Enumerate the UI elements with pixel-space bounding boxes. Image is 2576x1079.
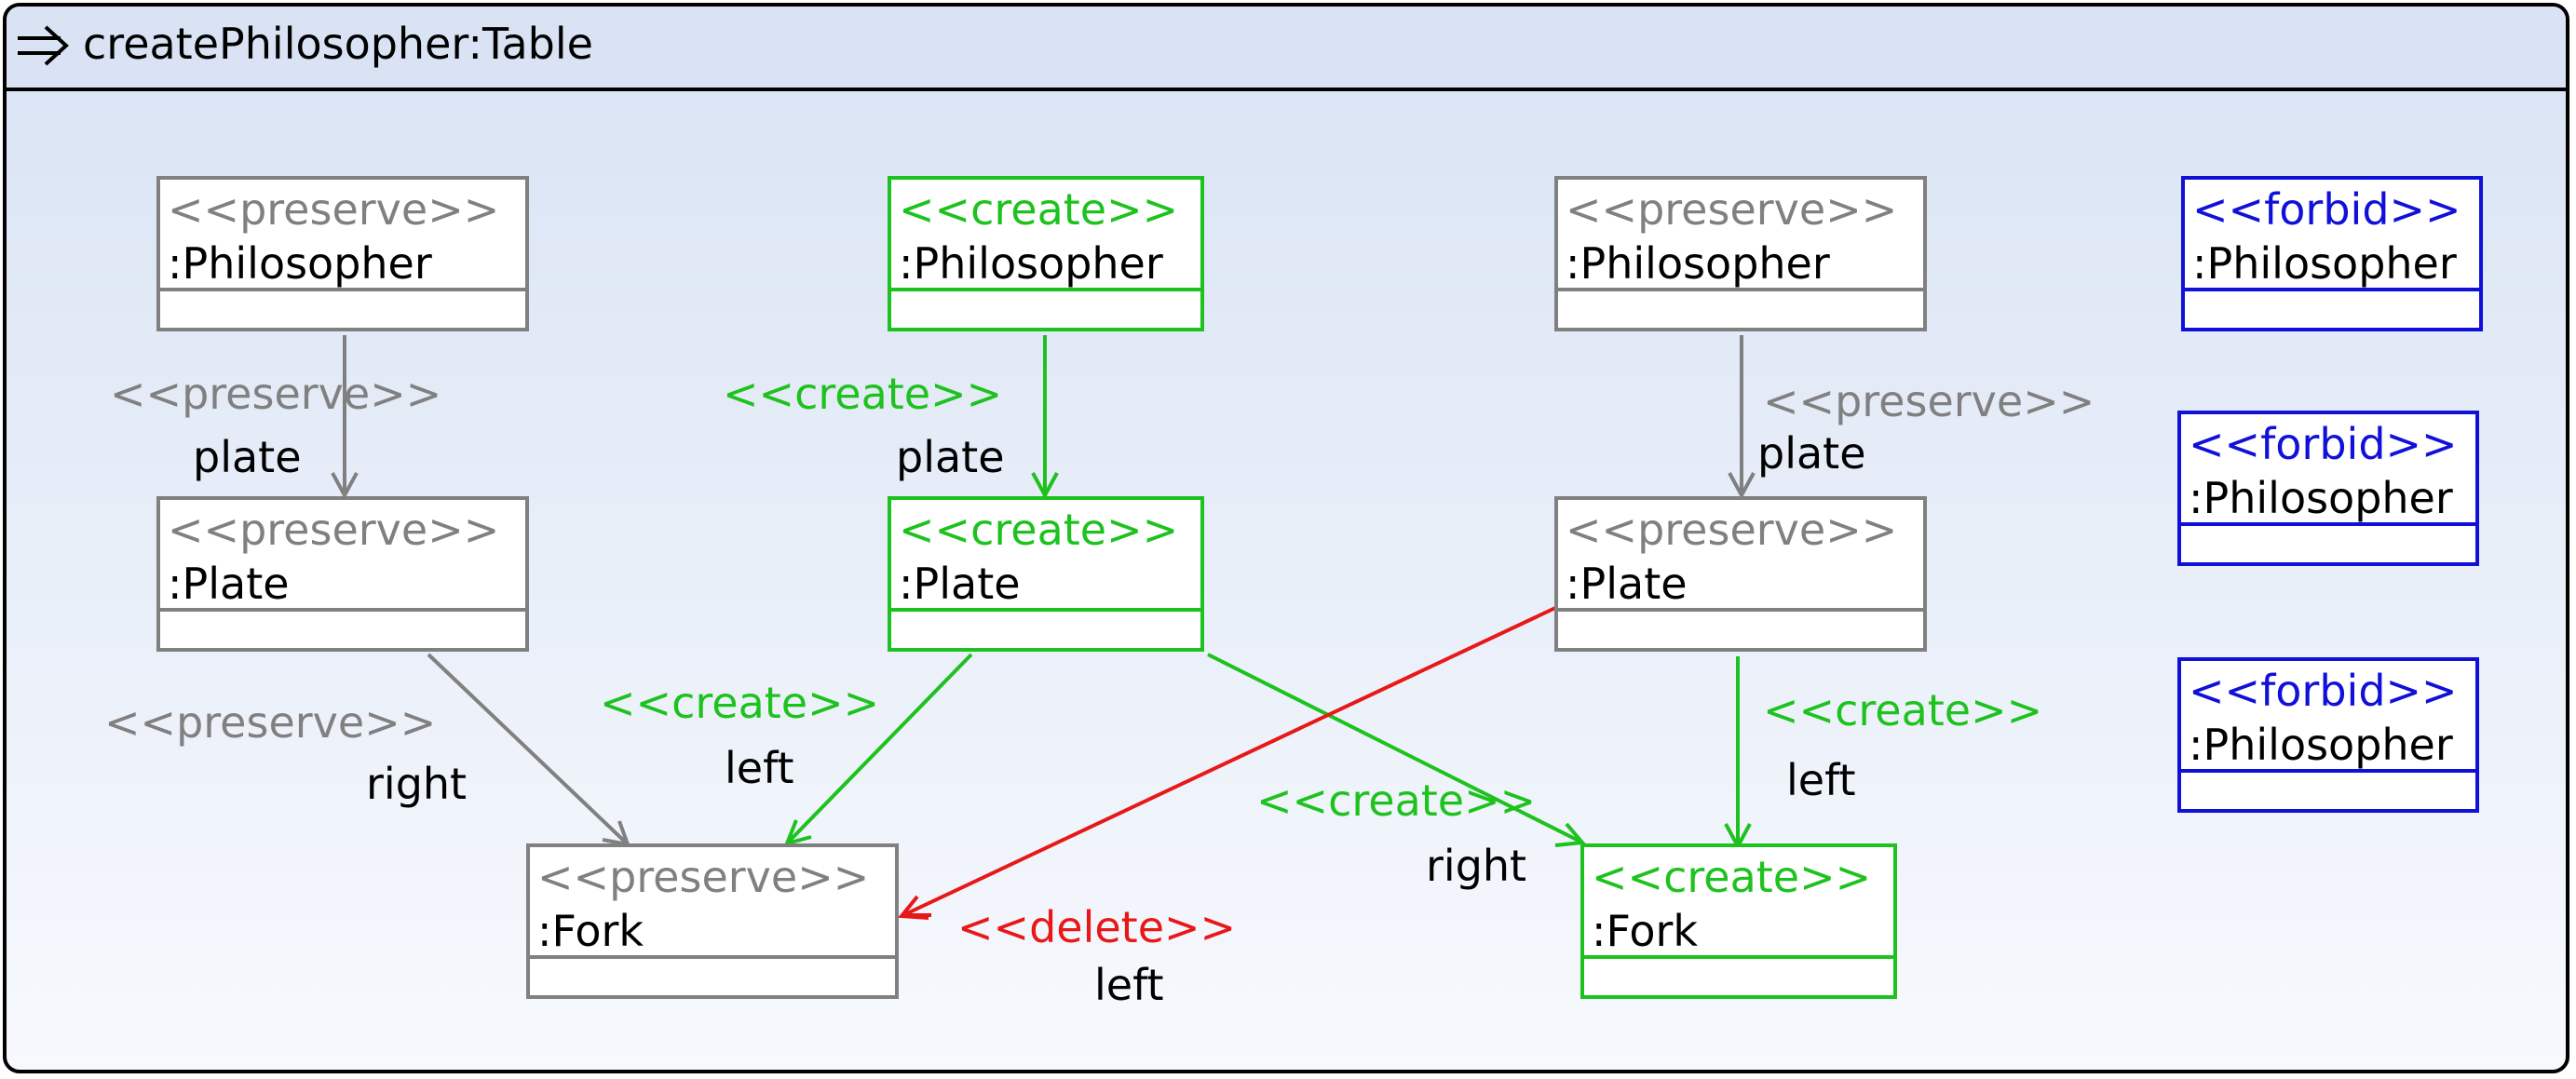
node-plate-3[interactable]: <<preserve>> :Plate xyxy=(1554,496,1927,652)
node-stereotype: <<preserve>> xyxy=(1566,505,1898,555)
edge-label-name: plate xyxy=(896,432,1005,482)
node-separator xyxy=(2181,769,2479,773)
arrowhead-n7-n10 xyxy=(898,895,929,920)
node-separator xyxy=(530,955,899,959)
arrowhead-n3-n7 xyxy=(1728,472,1756,500)
node-name: :Plate xyxy=(168,559,290,609)
node-separator xyxy=(1558,288,1927,291)
node-separator xyxy=(1558,608,1927,612)
edge-label-stereotype: <<preserve>> xyxy=(110,369,442,419)
node-plate-1[interactable]: <<preserve>> :Plate xyxy=(156,496,529,652)
node-name: :Philosopher xyxy=(2192,238,2457,289)
node-stereotype: <<preserve>> xyxy=(168,505,500,555)
node-plate-2[interactable]: <<create>> :Plate xyxy=(888,496,1204,652)
node-philosopher-1[interactable]: <<preserve>> :Philosopher xyxy=(156,176,529,331)
node-separator xyxy=(891,288,1204,291)
node-philosopher-forbid-2[interactable]: <<forbid>> :Philosopher xyxy=(2177,411,2479,566)
edge-label-stereotype: <<preserve>> xyxy=(1763,376,2095,426)
node-name: :Fork xyxy=(1592,906,1699,956)
node-name: :Philosopher xyxy=(899,238,1163,289)
edge-label-name: plate xyxy=(1757,428,1866,479)
node-name: :Philosopher xyxy=(1566,238,1830,289)
node-separator xyxy=(891,608,1204,612)
node-philosopher-forbid-1[interactable]: <<forbid>> :Philosopher xyxy=(2181,176,2483,331)
node-separator xyxy=(160,288,529,291)
node-separator xyxy=(160,608,529,612)
arrowhead-n6-n11 xyxy=(1554,822,1586,847)
edge-label-name: right xyxy=(366,759,468,809)
arrowhead-n1-n5 xyxy=(331,472,359,500)
node-name: :Philosopher xyxy=(2189,720,2453,770)
node-philosopher-3[interactable]: <<preserve>> :Philosopher xyxy=(1554,176,1927,331)
edge-label-stereotype: <<create>> xyxy=(723,369,1003,419)
edge-n6-n10[interactable] xyxy=(786,653,973,844)
node-philosopher-2[interactable]: <<create>> :Philosopher xyxy=(888,176,1204,331)
node-stereotype: <<create>> xyxy=(899,184,1179,235)
node-separator xyxy=(2181,522,2479,526)
node-philosopher-forbid-3[interactable]: <<forbid>> :Philosopher xyxy=(2177,657,2479,813)
rule-header: createPhilosopher:Table xyxy=(7,7,2566,91)
edge-n5-n10[interactable] xyxy=(427,653,628,844)
edge-label-name: left xyxy=(1094,960,1164,1010)
edge-label-stereotype: <<create>> xyxy=(1256,776,1537,826)
node-name: :Plate xyxy=(899,559,1021,609)
node-name: :Philosopher xyxy=(168,238,432,289)
edge-label-name: left xyxy=(725,743,794,793)
node-stereotype: <<preserve>> xyxy=(1566,184,1898,235)
edge-label-stereotype: <<delete>> xyxy=(957,902,1237,952)
node-separator xyxy=(1584,955,1897,959)
edge-label-stereotype: <<create>> xyxy=(1763,685,2043,735)
arrowhead-n2-n6 xyxy=(1031,472,1059,500)
node-fork-2[interactable]: <<create>> :Fork xyxy=(1580,843,1897,999)
rule-arrow-icon xyxy=(18,25,69,66)
node-stereotype: <<preserve>> xyxy=(168,184,500,235)
node-name: :Plate xyxy=(1566,559,1688,609)
node-fork-1[interactable]: <<preserve>> :Fork xyxy=(526,843,899,999)
node-stereotype: <<forbid>> xyxy=(2192,184,2461,235)
edge-label-stereotype: <<create>> xyxy=(600,678,880,728)
node-stereotype: <<forbid>> xyxy=(2189,419,2458,469)
rule-title: createPhilosopher:Table xyxy=(83,19,593,69)
edge-label-name: right xyxy=(1426,841,1527,891)
node-separator xyxy=(2185,288,2483,291)
node-stereotype: <<create>> xyxy=(1592,852,1872,902)
edge-label-name: plate xyxy=(193,432,302,482)
node-stereotype: <<forbid>> xyxy=(2189,666,2458,716)
edge-n6-n11[interactable] xyxy=(1207,653,1581,843)
edge-n7-n10[interactable] xyxy=(902,606,1556,917)
node-name: :Fork xyxy=(537,906,644,956)
edge-label-name: left xyxy=(1786,755,1856,805)
edge-label-stereotype: <<preserve>> xyxy=(104,697,437,748)
node-name: :Philosopher xyxy=(2189,473,2453,523)
node-stereotype: <<preserve>> xyxy=(537,852,870,902)
node-stereotype: <<create>> xyxy=(899,505,1179,555)
